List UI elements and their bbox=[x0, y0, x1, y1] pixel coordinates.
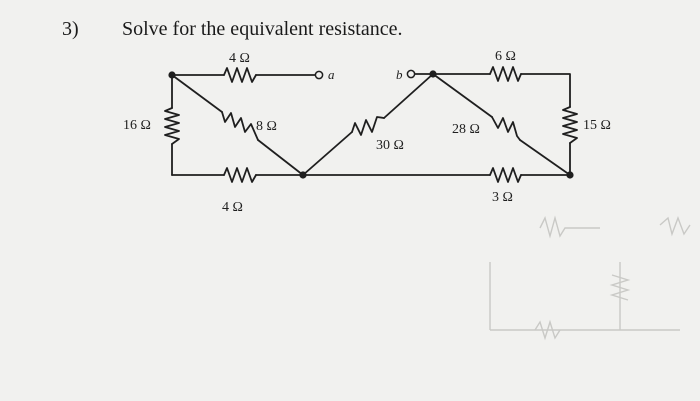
node-top-left bbox=[168, 71, 176, 79]
terminal-b-label: b bbox=[396, 67, 403, 82]
wire-diagonal-30 bbox=[302, 73, 434, 176]
terminal-a-circle bbox=[314, 70, 324, 80]
question-text: Solve for the equivalent resistance. bbox=[122, 18, 403, 40]
resistor-15-label: 15 Ω bbox=[583, 118, 611, 133]
wire-diagonal-8 bbox=[171, 74, 304, 176]
resistor-30-label: 30 Ω bbox=[376, 138, 404, 153]
wire-diagonal-28 bbox=[432, 73, 571, 176]
resistor-4-top-label: 4 Ω bbox=[229, 51, 250, 66]
terminal-a-label: a bbox=[328, 67, 335, 82]
resistor-4-bottom-label: 4 Ω bbox=[222, 200, 243, 215]
resistor-8-label: 8 Ω bbox=[256, 119, 277, 134]
node-top-b bbox=[429, 70, 437, 78]
wire-top-right bbox=[520, 73, 571, 176]
terminal-b-circle bbox=[406, 69, 416, 79]
node-bottom-right bbox=[566, 171, 574, 179]
resistor-15-zigzag bbox=[562, 106, 578, 144]
resistor-28-zigzag bbox=[491, 116, 521, 141]
resistor-16-zigzag bbox=[164, 107, 180, 145]
resistor-3-zigzag bbox=[489, 167, 522, 183]
resistor-3-label: 3 Ω bbox=[492, 190, 513, 205]
bleed-through-marks bbox=[489, 215, 691, 341]
resistor-6-zigzag bbox=[489, 66, 522, 82]
resistor-16-label: 16 Ω bbox=[123, 118, 151, 133]
resistor-8-zigzag bbox=[221, 111, 259, 141]
resistor-28-label: 28 Ω bbox=[452, 122, 480, 137]
resistor-6-label: 6 Ω bbox=[495, 49, 516, 64]
question-number: 3) bbox=[62, 18, 79, 40]
resistor-30-zigzag bbox=[351, 116, 385, 136]
resistor-4-top-zigzag bbox=[223, 67, 257, 83]
resistor-4-bottom-zigzag bbox=[223, 167, 257, 183]
node-bottom-middle bbox=[299, 171, 307, 179]
